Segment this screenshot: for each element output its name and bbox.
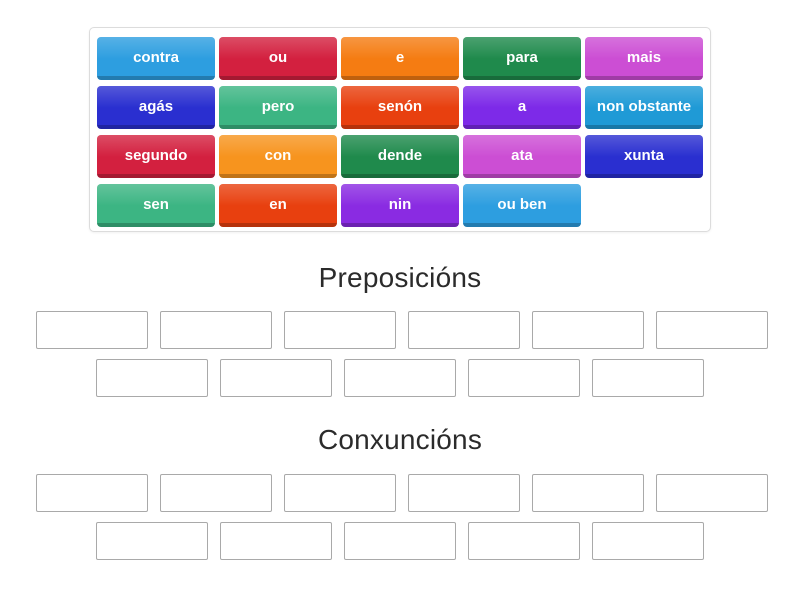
word-tile-label: para [506, 49, 538, 66]
word-tile[interactable]: para [463, 37, 581, 80]
preposicions-drop-slot[interactable] [160, 311, 272, 349]
word-tile-label: nin [388, 196, 412, 213]
conxuncions-drop-slot[interactable] [284, 474, 396, 512]
tile-row: sen en nin ou ben [95, 181, 705, 230]
word-tile[interactable]: mais [585, 37, 703, 80]
conxuncions-drop-slot[interactable] [532, 474, 644, 512]
word-tile-label: xunta [623, 147, 664, 164]
section-title-preposicions: Preposicións [318, 262, 482, 293]
word-tile-label: segundo [124, 147, 188, 164]
conxuncions-drop-slot[interactable] [592, 522, 704, 560]
word-tile[interactable]: nin [341, 184, 459, 227]
preposicions-drop-slot[interactable] [344, 359, 456, 397]
word-tile-label: dende [377, 147, 423, 164]
conxuncions-drop-slot[interactable] [468, 522, 580, 560]
word-tile-label: a [517, 98, 527, 115]
word-tile[interactable]: ou [219, 37, 337, 80]
preposicions-slot-row-2 [96, 359, 704, 399]
word-tile-label: pero [261, 98, 295, 115]
word-tile[interactable]: contra [97, 37, 215, 80]
word-tile[interactable]: ou ben [463, 184, 581, 227]
conxuncions-drop-slot[interactable] [160, 474, 272, 512]
tile-row: agás pero senón a non obstante [95, 83, 705, 132]
word-tile-label: ou ben [497, 196, 547, 213]
conxuncions-drop-slot[interactable] [36, 474, 148, 512]
word-tile-label: en [269, 196, 287, 213]
word-tile[interactable]: segundo [97, 135, 215, 178]
word-tile[interactable]: e [341, 37, 459, 80]
word-tile-label: ata [511, 147, 533, 164]
word-tile[interactable]: non obstante [585, 86, 703, 129]
preposicions-drop-slot[interactable] [592, 359, 704, 397]
conxuncions-drop-slot[interactable] [220, 522, 332, 560]
word-tile[interactable]: ata [463, 135, 581, 178]
preposicions-drop-slot[interactable] [284, 311, 396, 349]
word-tile[interactable]: agás [97, 86, 215, 129]
word-tile[interactable]: senón [341, 86, 459, 129]
preposicions-drop-slot[interactable] [468, 359, 580, 397]
conxuncions-slot-row-1 [36, 474, 768, 514]
conxuncions-slot-row-2 [96, 522, 704, 562]
preposicions-drop-slot[interactable] [96, 359, 208, 397]
word-tile-label: con [264, 147, 292, 164]
conxuncions-drop-slot[interactable] [656, 474, 768, 512]
word-tile-label: contra [133, 49, 179, 66]
tile-row: segundo con dende ata xunta [95, 132, 705, 181]
preposicions-slot-row-1 [36, 311, 768, 351]
preposicions-drop-slot[interactable] [36, 311, 148, 349]
word-tile[interactable]: sen [97, 184, 215, 227]
section-title-conxuncions: Conxuncións [317, 424, 483, 455]
word-tile-label: mais [626, 49, 662, 66]
tile-row: contra ou e para mais [95, 34, 705, 83]
conxuncions-drop-slot[interactable] [96, 522, 208, 560]
tile-slot-empty [585, 184, 703, 227]
word-tile[interactable]: dende [341, 135, 459, 178]
word-tile[interactable]: pero [219, 86, 337, 129]
word-tile[interactable]: en [219, 184, 337, 227]
conxuncions-drop-slot[interactable] [408, 474, 520, 512]
word-tile[interactable]: con [219, 135, 337, 178]
conxuncions-drop-slot[interactable] [344, 522, 456, 560]
word-tile-label: sen [143, 196, 169, 213]
word-tile-label: agás [138, 98, 174, 115]
word-tile-label: non obstante [596, 98, 692, 115]
preposicions-drop-slot[interactable] [656, 311, 768, 349]
word-tile-label: ou [268, 49, 288, 66]
word-tile[interactable]: a [463, 86, 581, 129]
word-tile-label: senón [377, 98, 423, 115]
preposicions-drop-slot[interactable] [220, 359, 332, 397]
word-tile[interactable]: xunta [585, 135, 703, 178]
preposicions-drop-slot[interactable] [408, 311, 520, 349]
preposicions-drop-slot[interactable] [532, 311, 644, 349]
word-tile-label: e [395, 49, 405, 66]
word-tile-bank: contra ou e para mais agás pero senón a non obsta… [89, 27, 711, 232]
